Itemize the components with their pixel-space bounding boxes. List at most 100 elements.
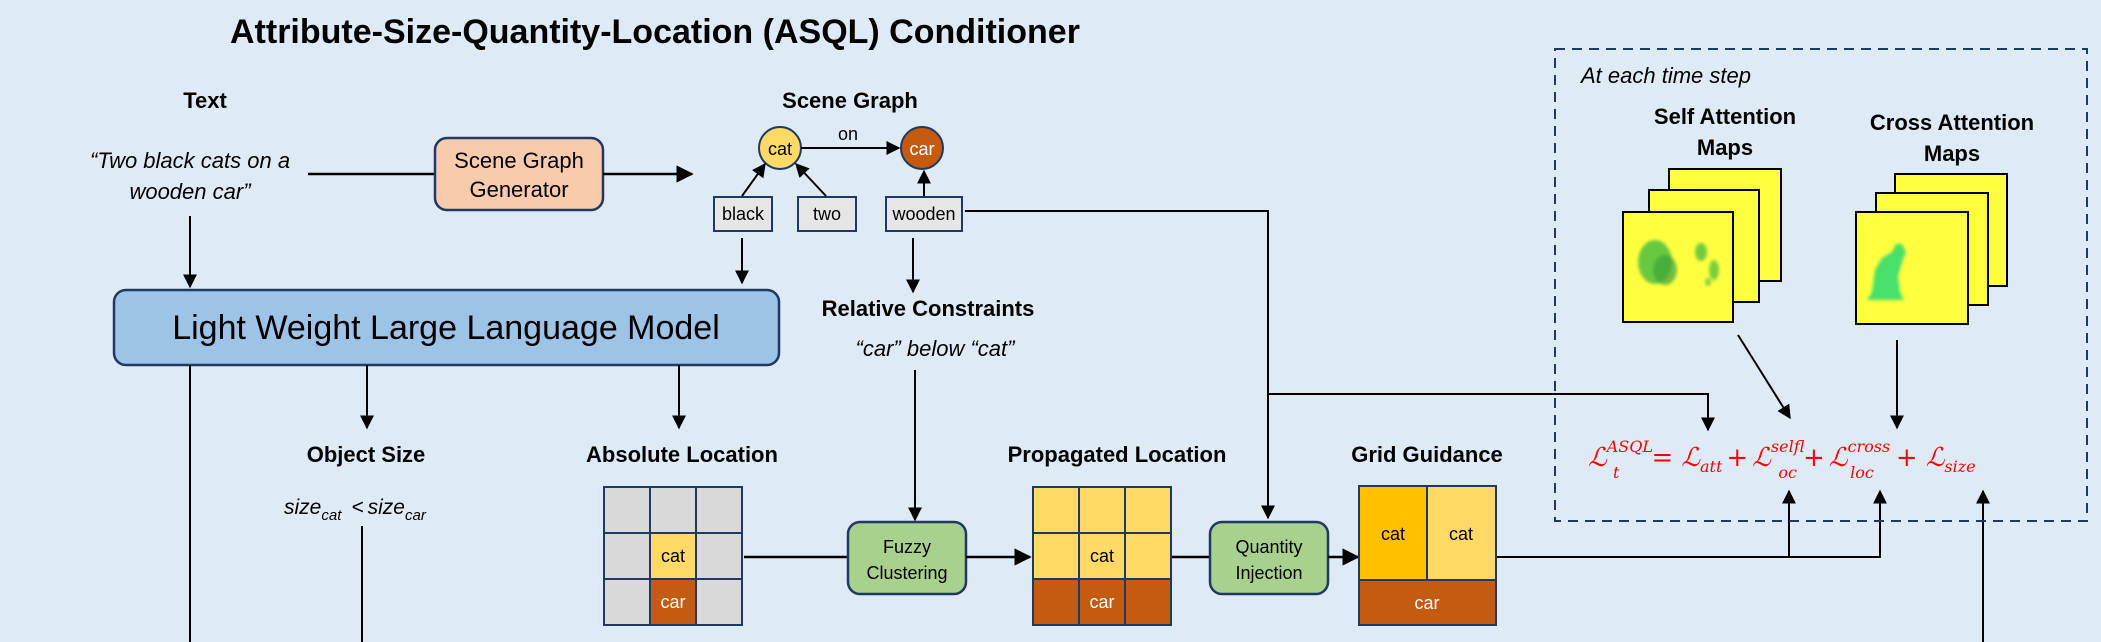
absolute-location-grid: cat car [603, 486, 743, 626]
attribute-black-box [713, 196, 773, 232]
absolute-location-cell [695, 486, 743, 534]
fuzzy-line-2: Clustering [866, 563, 947, 583]
loss-total-sup: ASQL [1605, 437, 1653, 456]
absolute-location-cell [649, 486, 697, 534]
grid-guidance-label: Grid Guidance [1351, 442, 1503, 467]
grid-guidance-cat-1-label: cat [1381, 524, 1405, 544]
propagated-location-cell [1032, 532, 1080, 580]
svg-text:sizecat<sizecar: sizecat<sizecar [284, 496, 427, 524]
grid-to-loss-self-arrow [1497, 489, 1887, 558]
wooden-to-quantity-line [965, 210, 1275, 520]
timestep-label: At each time step [1579, 63, 1751, 88]
absolute-location-cell [603, 486, 651, 534]
grid-guidance-car-cell [1358, 579, 1497, 626]
loss-cross-sub: loc [1850, 463, 1874, 482]
prompt-line-1: “Two black cats on a [90, 148, 290, 173]
edge-on-label: on [838, 124, 858, 144]
propagated-location-cell [1078, 578, 1126, 626]
attribute-two-label: two [813, 204, 841, 224]
cross-attention-line-2: Maps [1924, 141, 1980, 166]
loss-cross-sup: cross [1848, 437, 1891, 456]
grid-guidance-cat-2-cell [1426, 485, 1497, 581]
loss-self-symbol: ℒ [1752, 443, 1772, 473]
size-car-base: size [368, 496, 405, 519]
absolute-location-label: Absolute Location [586, 442, 778, 467]
cross-attention-cat-silhouette [1867, 244, 1906, 300]
cross-attention-line-1: Cross Attention [1870, 110, 2034, 135]
loss-size-symbol: ℒ [1926, 443, 1946, 473]
propagated-location-cell-label: car [1089, 592, 1114, 612]
generator-line-2: Generator [469, 177, 568, 202]
relative-constraints-label: Relative Constraints [822, 296, 1035, 321]
node-car-label: car [909, 139, 934, 159]
timestep-box [1554, 48, 2088, 522]
self-attention-maps-stack [1622, 168, 1782, 323]
fuzzy-line-1: Fuzzy [883, 537, 931, 557]
propagated-location-cell [1078, 532, 1126, 580]
grid-guidance-cat-2-label: cat [1449, 524, 1473, 544]
absolute-location-cell [603, 578, 651, 626]
loss-total-symbol: ℒ [1588, 443, 1608, 473]
cross-attention-map-front [1855, 211, 1969, 325]
node-cat-label: cat [768, 139, 792, 159]
attribute-black-label: black [722, 204, 765, 224]
fuzzy-clustering-box [846, 520, 968, 596]
generator-line-1: Scene Graph [454, 148, 584, 173]
loss-att-symbol: ℒ [1681, 443, 1701, 473]
size-car-sub: car [405, 507, 427, 524]
diagram-title: Attribute-Size-Quantity-Location (ASQL) … [230, 13, 1080, 51]
absolute-location-cell [695, 532, 743, 580]
quantity-line-2: Injection [1235, 563, 1302, 583]
relative-constraints-value: “car” below “cat” [856, 336, 1017, 361]
loss-plus-3: + [1896, 443, 1918, 473]
quantity-line-1: Quantity [1235, 537, 1302, 557]
absolute-location-cell-label: cat [661, 546, 685, 566]
loss-self-sub: loc [1778, 463, 1797, 482]
prompt-line-2: wooden car” [129, 179, 252, 204]
self-attention-line-1: Self Attention [1654, 104, 1796, 129]
two-to-cat-arrow [795, 162, 827, 197]
object-size-label: Object Size [307, 442, 426, 467]
attribute-wooden-label: wooden [891, 204, 955, 224]
quantity-injection-box [1208, 520, 1330, 596]
to-loss-att-arrow [1268, 393, 1715, 432]
propagated-location-cell [1078, 486, 1126, 534]
attribute-two-box [797, 196, 857, 232]
self-attention-heatmap [1638, 240, 1719, 286]
loss-total-sub: t [1613, 463, 1620, 482]
absolute-location-cell [649, 532, 697, 580]
absolute-location-cell [603, 532, 651, 580]
propagated-location-cell [1124, 486, 1172, 534]
self-attention-line-2: Maps [1697, 135, 1753, 160]
absolute-location-cell-label: car [660, 592, 685, 612]
loss-self-sup: self [1771, 437, 1805, 456]
llm-box [112, 288, 781, 367]
propagated-location-label: Propagated Location [1008, 442, 1227, 467]
loss-size-sub: size [1944, 457, 1975, 476]
text-label: Text [183, 88, 227, 113]
self-map-to-loss-arrow [1737, 334, 1791, 420]
attribute-wooden-box [885, 196, 963, 232]
grid-guidance-car-label: car [1414, 593, 1439, 613]
cross-attention-maps-stack [1855, 173, 2008, 325]
object-size-expression: sizecat<sizecar [284, 496, 427, 524]
propagated-location-cell [1124, 532, 1172, 580]
llm-label: Light Weight Large Language Model [172, 309, 720, 347]
scene-graph-node-car [900, 126, 944, 170]
loss-cross-symbol: ℒ [1829, 443, 1849, 473]
scene-graph-label: Scene Graph [782, 88, 918, 113]
loss-equals: = [1651, 443, 1673, 473]
size-cat-base: size [284, 496, 321, 519]
loss-plus-1: + [1726, 443, 1748, 473]
propagated-location-cell [1124, 578, 1172, 626]
loss-att-sub: att [1700, 457, 1723, 476]
grid-guidance-cat-1-cell [1358, 485, 1428, 581]
propagated-location-cell [1032, 486, 1080, 534]
grid-guidance-grid: cat cat car [1358, 485, 1497, 626]
propagated-location-cell [1032, 578, 1080, 626]
